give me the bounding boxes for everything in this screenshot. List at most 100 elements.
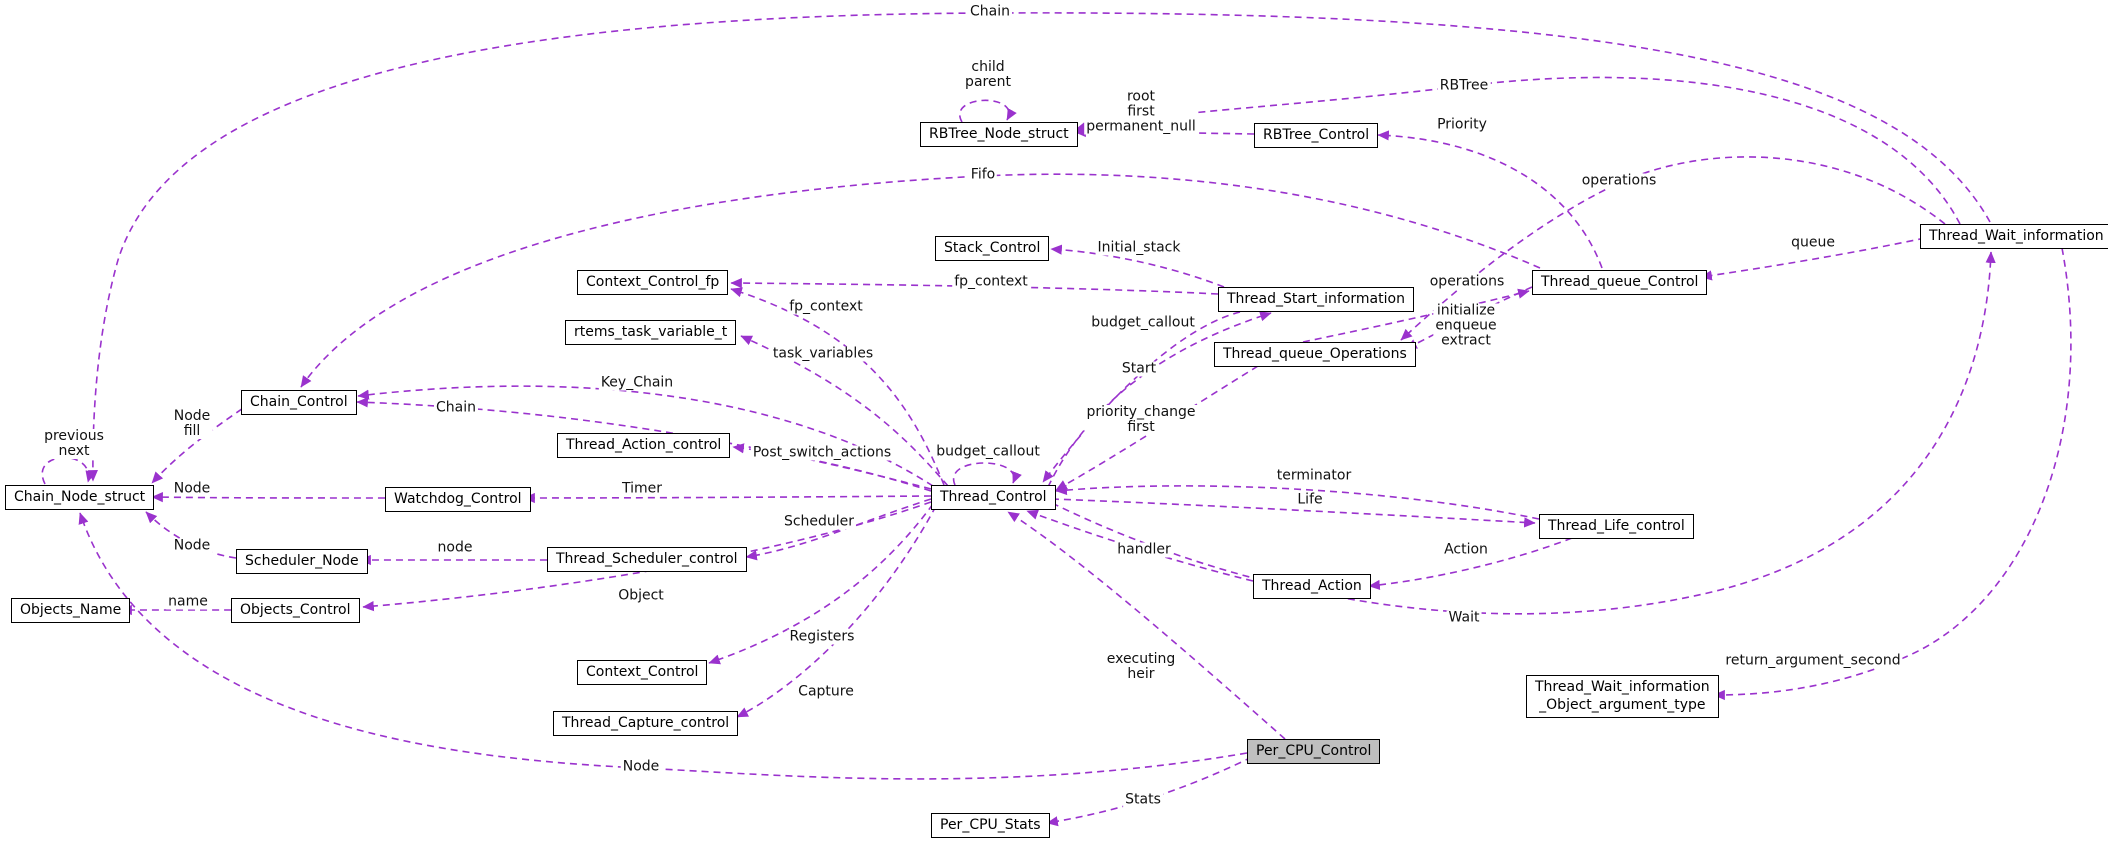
edge-scheduler [745, 498, 932, 561]
node-per_cpu_control: Per_CPU_Control [1247, 739, 1381, 764]
edge-label-node-percpu: Node [620, 759, 662, 775]
node-label: Chain_Node_struct [14, 489, 146, 505]
edge-label-return-argument-second: return_argument_second [1723, 653, 1903, 669]
node-thread_scheduler_control[interactable]: Thread_Scheduler_control [547, 547, 747, 572]
node-rbtree_node_struct[interactable]: RBTree_Node_struct [920, 122, 1078, 147]
edge-label-life: Life [1295, 492, 1325, 508]
node-thread_capture_control[interactable]: Thread_Capture_control [553, 711, 739, 736]
node-objects_name[interactable]: Objects_Name [11, 598, 131, 623]
node-rtems_task_variable_t[interactable]: rtems_task_variable_t [565, 320, 737, 345]
node-label: RBTree_Control [1263, 127, 1370, 143]
edge-label-operations-twi: operations [1579, 172, 1659, 189]
edge-label-stats: Stats [1123, 791, 1163, 808]
edge-label-line: node [437, 539, 473, 556]
edge-chain-mid [356, 397, 932, 490]
node-thread_start_information[interactable]: Thread_Start_information [1218, 287, 1414, 312]
node-label: Scheduler_Node [245, 553, 359, 569]
edge-label-line: Fifo [970, 166, 996, 183]
edge-label-capture: Capture [796, 683, 856, 700]
edge-previous-next [41, 456, 96, 485]
edge-label-name: name [166, 594, 210, 610]
node-watchdog_control[interactable]: Watchdog_Control [385, 487, 531, 512]
node-thread_wait_information[interactable]: Thread_Wait_information [1920, 224, 2108, 249]
edge-node-watchdog [151, 492, 386, 503]
edge-label-post-switch-actions: Post_switch_actions [750, 445, 894, 461]
edge-label-line: Stats [1125, 791, 1161, 808]
node-context_control[interactable]: Context_Control [577, 660, 708, 685]
node-rbtree_control[interactable]: RBTree_Control [1254, 123, 1379, 148]
edge-label-rbtree: RBTree [1437, 77, 1491, 94]
edge-label-registers: Registers [787, 628, 857, 645]
edge-label-fifo: Fifo [968, 166, 998, 183]
node-chain_node_struct[interactable]: Chain_Node_struct [5, 485, 155, 510]
node-label: Objects_Name [20, 602, 122, 618]
node-label: Thread_Wait_information [1535, 679, 1710, 695]
node-per_cpu_stats[interactable]: Per_CPU_Stats [931, 813, 1050, 838]
edge-queue [1700, 237, 1926, 281]
edge-label-operations-tqc: operations [1427, 273, 1507, 290]
edge-label-line: fp_context [789, 298, 863, 315]
node-chain_control[interactable]: Chain_Control [241, 390, 357, 415]
edge-label-budget-callout-loop: budget_callout [934, 443, 1042, 460]
edge-label-line: Node [173, 537, 211, 554]
edge-label-chain-mid: Chain [434, 400, 478, 416]
node-label: Thread_queue_Control [1541, 274, 1699, 290]
edge-fifo [300, 173, 1541, 388]
edge-label-queue: queue [1789, 235, 1837, 251]
node-thread_wait_information_object_argument_type[interactable]: Thread_Wait_information_Object_argument_… [1526, 675, 1719, 718]
edge-node-fill [151, 401, 253, 484]
edge-label-line: budget_callout [936, 443, 1040, 460]
edge-label-line: terminator [1276, 467, 1352, 484]
edge-label-line: Chain [970, 3, 1010, 20]
edge-label-task-variables: task_variables [770, 346, 876, 362]
edge-label-line: Capture [798, 683, 854, 700]
edge-label-line: first [1127, 419, 1155, 435]
edge-node-scheduler [145, 511, 237, 559]
node-thread_life_control[interactable]: Thread_Life_control [1539, 514, 1694, 539]
edge-label-line: enqueue [1435, 317, 1497, 334]
edge-label-line: operations [1581, 172, 1657, 189]
node-thread_control[interactable]: Thread_Control [931, 485, 1056, 510]
edge-object [362, 501, 932, 612]
edge-label-line: Node [173, 408, 211, 424]
edge-initial-stack [1050, 244, 1225, 288]
edge-label-line: operations [1429, 273, 1505, 290]
edge-label-line: handler [1117, 541, 1171, 558]
node-thread_queue_control[interactable]: Thread_queue_Control [1532, 270, 1708, 295]
node-scheduler_node[interactable]: Scheduler_Node [236, 549, 368, 574]
edge-label-line: permanent_null [1086, 118, 1196, 135]
node-objects_control[interactable]: Objects_Control [231, 598, 360, 623]
node-label: Thread_Start_information [1227, 291, 1405, 307]
edge-task-variables [740, 335, 949, 487]
edge-label-action: Action [1442, 541, 1490, 558]
node-label: Chain_Control [250, 394, 348, 410]
edge-label-chain-top: Chain [968, 3, 1012, 20]
node-stack_control[interactable]: Stack_Control [935, 236, 1050, 261]
node-context_control_fp[interactable]: Context_Control_fp [577, 270, 729, 295]
edge-label-line: Start [1121, 360, 1157, 377]
node-label: Per_CPU_Control [1256, 743, 1372, 759]
edge-label-node-scheduler: Node [171, 537, 213, 554]
edge-label-line: Priority [1437, 116, 1487, 133]
edge-label-line: Scheduler [783, 513, 855, 530]
node-thread_action[interactable]: Thread_Action [1253, 574, 1371, 599]
edge-wait [1051, 251, 1996, 615]
edge-label-line: fp_context [954, 273, 1028, 290]
edge-label-line: next [58, 443, 90, 459]
node-thread_action_control[interactable]: Thread_Action_control [557, 433, 731, 458]
edge-label-line: Action [1444, 541, 1488, 558]
edge-label-object: Object [616, 588, 666, 604]
edge-child-parent [959, 99, 1017, 123]
edge-terminator [1055, 484, 1540, 520]
node-thread_queue_operations[interactable]: Thread_queue_Operations [1214, 342, 1416, 367]
edge-label-line: Key_Chain [600, 374, 674, 391]
edge-label-line: priority_change [1086, 404, 1196, 420]
edge-label-line: Registers [789, 628, 855, 645]
edge-action [1368, 537, 1573, 591]
edge-chain-top [87, 12, 1991, 482]
edge-label-line: RBTree [1439, 77, 1489, 94]
